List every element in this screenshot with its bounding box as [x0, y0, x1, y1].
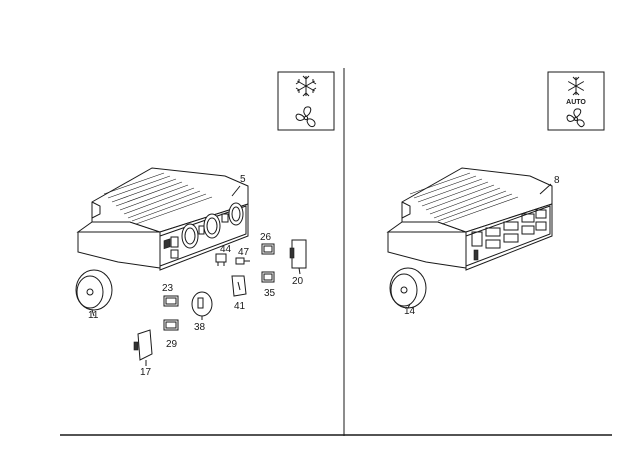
- callout-20: 20: [292, 276, 304, 287]
- callout-26: 26: [260, 232, 272, 243]
- button-20: [289, 239, 307, 275]
- auto-label: AUTO: [566, 99, 586, 106]
- snowflake-icon: [295, 75, 317, 97]
- button-23: [163, 295, 179, 307]
- callout-8: 8: [554, 175, 560, 186]
- callout-17: 17: [140, 367, 152, 378]
- knob-41: [231, 275, 247, 297]
- snowflake-icon: [567, 76, 585, 96]
- left-callouts: 5 26 20 44 47 35 41 11 23 38 29 17: [88, 174, 304, 378]
- button-29: [163, 319, 179, 331]
- button-26: [261, 243, 275, 255]
- bulb-47: [235, 257, 250, 265]
- right-symbol-box: AUTO: [547, 71, 605, 131]
- knob-11: [75, 269, 113, 317]
- callout-5: 5: [240, 174, 246, 185]
- fan-icon: [295, 106, 316, 128]
- callout-41: 41: [234, 301, 246, 312]
- control-unit-manual: [76, 167, 249, 271]
- callout-35: 35: [264, 288, 276, 299]
- bracket-17: [133, 329, 153, 366]
- right-callouts: 8 14: [404, 175, 560, 317]
- left-symbol-box: [277, 71, 335, 131]
- button-35: [261, 271, 275, 283]
- callout-44: 44: [220, 244, 232, 255]
- control-unit-automatic: [386, 167, 553, 271]
- callout-23: 23: [162, 283, 174, 294]
- callout-14: 14: [404, 306, 416, 317]
- knob-38: [191, 291, 213, 320]
- bulb-44: [215, 253, 227, 266]
- knob-14: [389, 267, 427, 309]
- callout-47: 47: [238, 247, 250, 258]
- callout-11: 11: [88, 310, 99, 321]
- heatsink-fins: [103, 172, 213, 225]
- callout-38: 38: [194, 322, 206, 333]
- fan-icon: [566, 108, 585, 128]
- heatsink-fins: [409, 172, 519, 225]
- callout-29: 29: [166, 339, 178, 350]
